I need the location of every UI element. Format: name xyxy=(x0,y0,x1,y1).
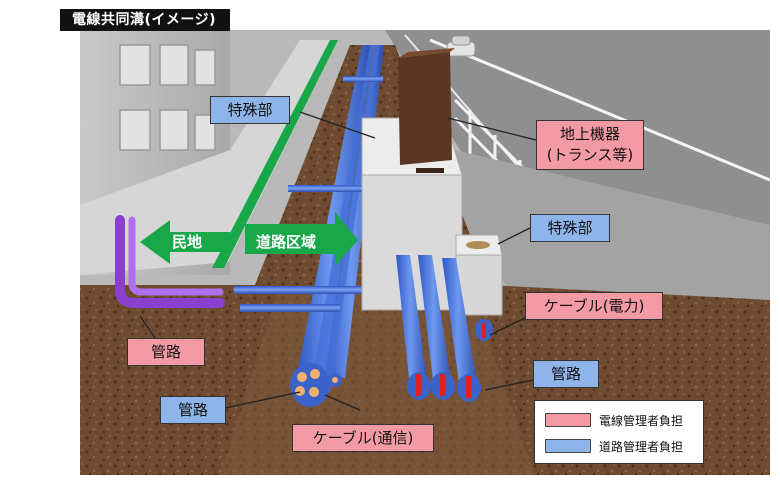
diagram-title: 電線共同溝(イメージ) xyxy=(60,9,231,31)
private-conduit xyxy=(115,215,225,308)
road-line xyxy=(429,38,771,182)
callout-special-right: 特殊部 xyxy=(530,214,610,242)
ground-equipment-line1: 地上機器 xyxy=(559,125,620,143)
road-area-arrow xyxy=(245,212,358,266)
special-chamber-right xyxy=(455,234,503,316)
private-land-arrow xyxy=(140,220,230,264)
legend-item-wire-manager: 電線管理者負担 xyxy=(545,413,684,428)
private-land-label: 民地 xyxy=(172,233,203,251)
road-area-label: 道路区域 xyxy=(256,233,317,251)
curb-strip xyxy=(455,150,770,300)
legend-swatch-pink xyxy=(545,413,591,427)
callout-cable-comm: ケーブル(通信) xyxy=(292,424,434,452)
callout-cable-power: ケーブル(電力) xyxy=(525,292,663,320)
branch-pipes xyxy=(234,76,459,312)
power-conduits xyxy=(396,255,493,402)
callout-conduit-bottom: 管路 xyxy=(160,396,226,424)
comm-conduit-ends xyxy=(290,363,342,407)
legend-label: 道路管理者負担 xyxy=(599,439,684,454)
boundary-line xyxy=(212,40,338,268)
ground-equipment-line2: (トランス等) xyxy=(546,146,634,164)
callout-special-top: 特殊部 xyxy=(210,96,290,124)
transformer-box xyxy=(398,48,455,173)
legend-label: 電線管理者負担 xyxy=(599,413,684,428)
legend: 電線管理者負担 道路管理者負担 xyxy=(534,400,704,464)
callout-ground-equipment: 地上機器 (トランス等) xyxy=(536,120,644,170)
callout-conduit-left: 管路 xyxy=(127,338,205,366)
car xyxy=(446,35,476,57)
callout-conduit-right: 管路 xyxy=(533,360,599,388)
callout-leaders xyxy=(139,111,537,411)
legend-swatch-blue xyxy=(545,439,591,453)
building-windows xyxy=(119,44,216,151)
legend-item-road-manager: 道路管理者負担 xyxy=(545,439,684,454)
